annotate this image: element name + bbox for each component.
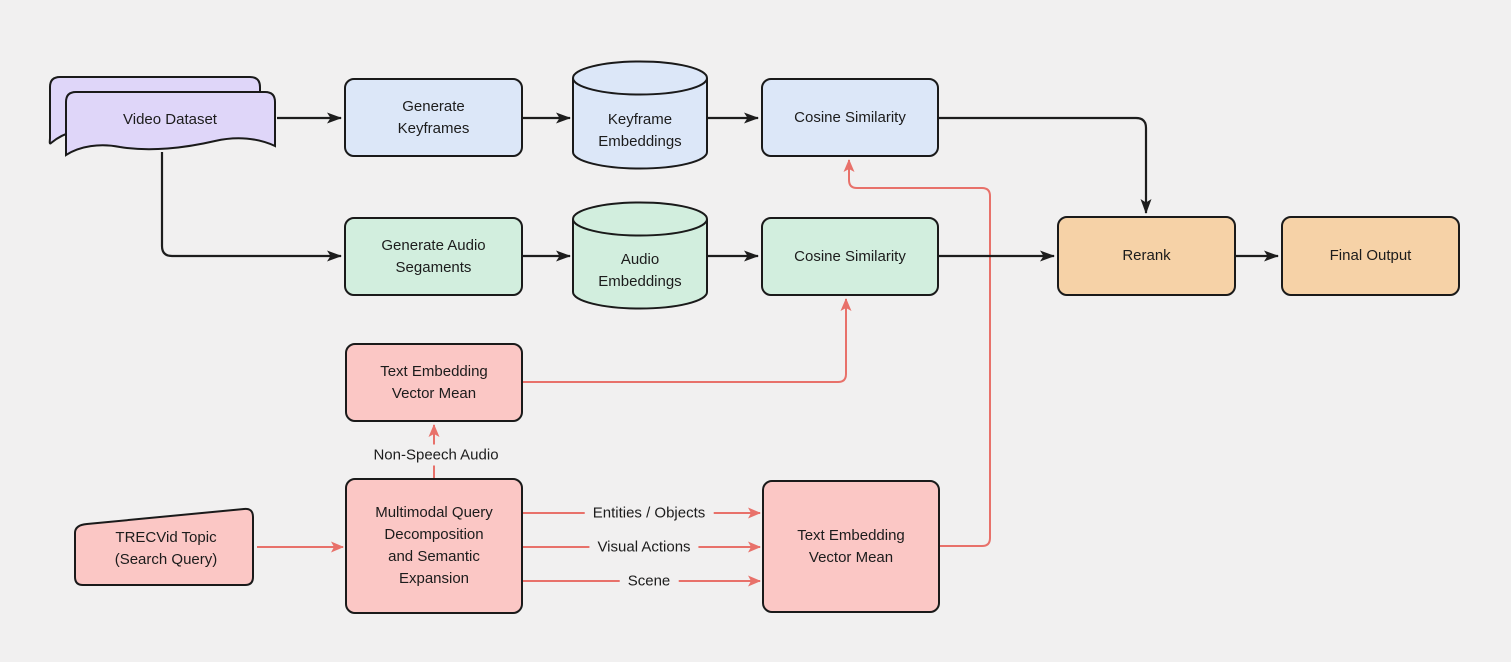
edge-label-scene: Scene [619,570,679,592]
audio-embeddings-shape [572,201,708,310]
edge-label-entities-objects: Entities / Objects [584,502,714,524]
black-connectors [160,112,1279,262]
node-final-output: Final Output [1281,216,1460,296]
node-generate-keyframes: Generate Keyframes [344,78,523,157]
edge-label-visual-actions: Visual Actions [589,536,699,558]
node-label: Generate Keyframes [397,97,470,137]
node-label: Cosine Similarity [794,247,906,265]
edge-label-non-speech-audio: Non-Speech Audio [365,444,507,466]
video-dataset-front-page [65,91,276,157]
node-cosine-similarity-audio: Cosine Similarity [761,217,939,296]
node-label: Multimodal Query Decomposition and Seman… [375,504,493,587]
node-multimodal-query-decomposition: Multimodal Query Decomposition and Seman… [345,478,523,614]
node-text-embedding-vector-mean-audio: Text Embedding Vector Mean [345,343,523,422]
edge-textembed-mid-to-cosine-audio [523,298,852,383]
trecvid-topic-shape [74,507,254,586]
node-label: Final Output [1329,247,1412,264]
node-label: Generate Audio Segaments [381,236,486,276]
edge-cosine-visual-to-rerank [939,116,1152,214]
keyframe-embeddings-shape [572,60,708,170]
node-generate-audio-segments: Generate Audio Segaments [344,217,523,296]
node-label: Text Embedding Vector Mean [380,362,488,402]
node-rerank: Rerank [1057,216,1236,296]
node-cosine-similarity-visual: Cosine Similarity [761,78,939,157]
node-label: Text Embedding Vector Mean [797,526,905,566]
edge-textembed-query-to-cosine-visual [843,159,991,547]
edge-dataset-to-audio [160,152,342,262]
node-label: Rerank [1122,247,1171,264]
node-label: Cosine Similarity [794,108,906,126]
node-text-embedding-vector-mean-query: Text Embedding Vector Mean [762,480,940,613]
video-dataset-shape [48,76,276,157]
